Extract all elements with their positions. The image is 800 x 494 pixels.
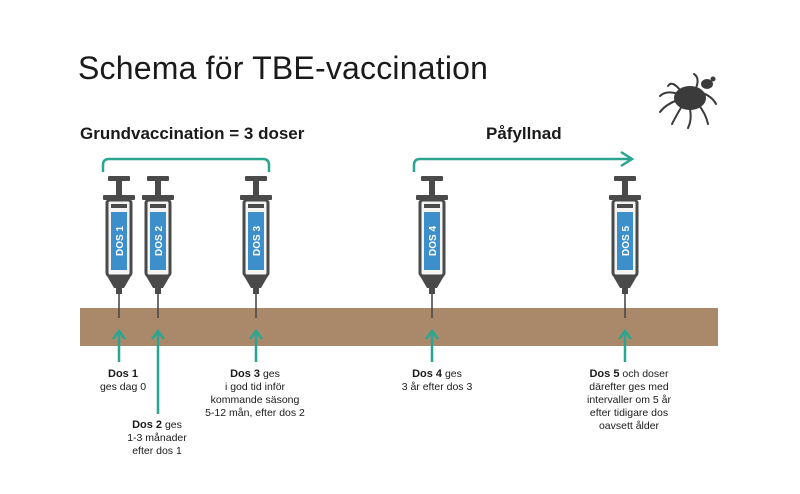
caption-dos-3-line-3: kommande säsong	[210, 394, 300, 406]
caption-dos-4-line-1: ges	[444, 368, 462, 380]
caption-dos-5-line-2: därefter ges med	[589, 381, 669, 393]
caption-dos-4: Dos 4 ges 3 år efter dos 3	[382, 368, 492, 394]
pafyllnad-label: Påfyllnad	[486, 124, 562, 143]
caption-dos-2-line-1: ges	[164, 419, 182, 431]
syringe-label-dos-1: DOS 1	[115, 226, 126, 256]
syringe-label-dos-3: DOS 3	[252, 226, 263, 256]
caption-dos-1-line-1: ges dag 0	[99, 381, 147, 393]
syringe-dos-2: DOS 2	[140, 174, 176, 320]
caption-dos-3-title: Dos 3	[230, 368, 261, 380]
caption-dos-1-title: Dos 1	[108, 368, 138, 380]
caption-dos-5-line-3: intervaller om 5 år	[586, 394, 672, 406]
page-title: Schema för TBE-vaccination	[78, 50, 489, 86]
syringe-dos-5: DOS 5	[607, 174, 643, 320]
pafyllnad-arrowhead	[620, 150, 635, 168]
syringe-label-dos-4: DOS 4	[428, 226, 439, 256]
caption-dos-2-line-2: 1-3 månader	[127, 432, 187, 444]
arrow-dos-4	[425, 328, 439, 362]
pafyllnad-arrow	[412, 157, 630, 172]
grundvaccination-label: Grundvaccination = 3 doser	[80, 124, 305, 143]
skin-band	[80, 308, 718, 346]
caption-dos-2: Dos 2 ges 1-3 månader efter dos 1	[112, 419, 202, 458]
caption-dos-4-line-2: 3 år efter dos 3	[401, 381, 473, 393]
caption-dos-2-title: Dos 2	[132, 419, 163, 431]
arrow-dos-3	[249, 328, 263, 362]
syringe-dos-3: DOS 3	[238, 174, 274, 320]
arrow-dos-2	[151, 328, 165, 414]
grundvaccination-bracket	[101, 157, 271, 172]
caption-dos-5-line-5: oavsett ålder	[598, 420, 660, 432]
tick-icon	[659, 73, 717, 129]
syringe-label-dos-2: DOS 2	[154, 226, 165, 256]
arrow-dos-5	[618, 328, 632, 362]
syringe-dos-4: DOS 4	[414, 174, 450, 320]
caption-dos-5-line-1: och doser	[622, 368, 669, 380]
caption-dos-3-line-4: 5-12 mån, efter dos 2	[205, 407, 305, 419]
caption-dos-4-title: Dos 4	[412, 368, 443, 380]
syringe-dos-1: DOS 1	[101, 174, 137, 320]
caption-dos-1: Dos 1 ges dag 0	[78, 368, 168, 394]
caption-dos-5-line-4: efter tidigare dos	[589, 407, 669, 419]
caption-dos-2-line-3: efter dos 1	[132, 445, 182, 457]
caption-dos-3-line-2: i god tid inför	[224, 381, 286, 393]
caption-dos-3-line-1: ges	[262, 368, 280, 380]
caption-dos-5: Dos 5 och doser därefter ges med interva…	[564, 368, 694, 433]
caption-dos-5-title: Dos 5	[589, 368, 620, 380]
caption-dos-3: Dos 3 ges i god tid inför kommande säson…	[190, 368, 320, 420]
syringe-label-dos-5: DOS 5	[621, 226, 632, 256]
arrow-dos-1	[112, 328, 126, 362]
